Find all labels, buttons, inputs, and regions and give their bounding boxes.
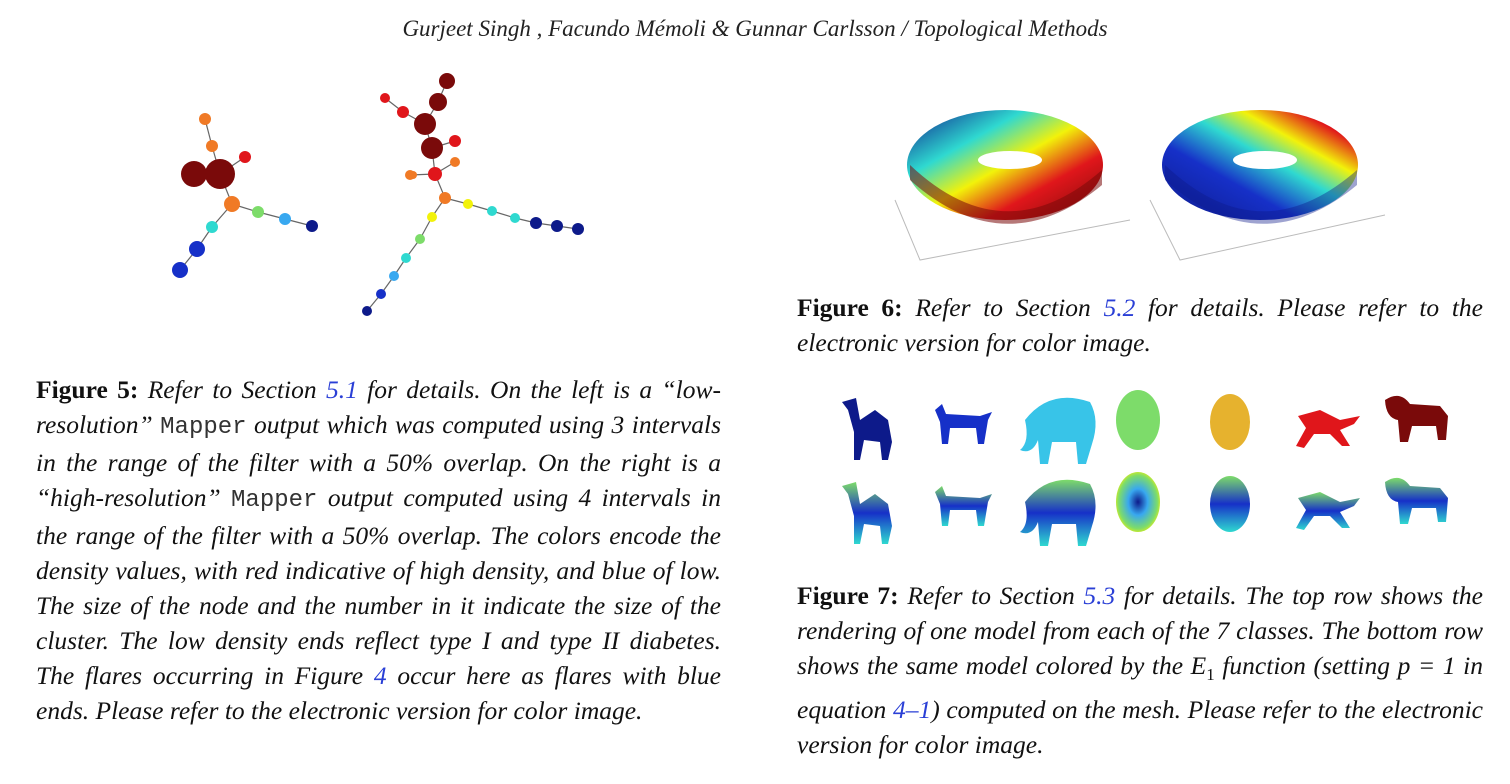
torus-right bbox=[1149, 110, 1386, 261]
caption-text: output which was computed using 3 interv… bbox=[36, 410, 722, 512]
graph-node bbox=[279, 213, 291, 225]
graph-node bbox=[362, 306, 372, 316]
figure-7-shape-renderings bbox=[842, 390, 1448, 546]
graph-node bbox=[224, 196, 240, 212]
graph-node bbox=[239, 151, 251, 163]
top-row bbox=[842, 390, 1448, 464]
graph-node bbox=[449, 135, 461, 147]
caption-text: for details. Please refer to the electro… bbox=[797, 293, 1483, 357]
figure-link[interactable]: 4 bbox=[373, 661, 387, 690]
caption-text: in equation bbox=[797, 651, 1483, 725]
graph-node bbox=[414, 113, 436, 135]
equation-link[interactable]: 4–1 bbox=[892, 695, 932, 725]
graph-node bbox=[409, 171, 417, 179]
figure-7-label: Figure 7: bbox=[797, 581, 899, 610]
graph-node bbox=[397, 106, 409, 118]
caption-text: occur here as flares with blue ends. Ple… bbox=[36, 661, 721, 725]
section-link[interactable]: 5.1 bbox=[325, 375, 358, 404]
torus-left bbox=[894, 110, 1131, 261]
head-model bbox=[1210, 394, 1250, 450]
face-model-colored bbox=[1116, 472, 1160, 532]
graph-node bbox=[439, 192, 451, 204]
graph-node bbox=[450, 157, 460, 167]
caption-text: for details. The top row shows the rende… bbox=[797, 581, 1483, 680]
cat-model bbox=[935, 404, 992, 444]
lion-model-colored bbox=[1385, 477, 1448, 524]
camel-model bbox=[842, 398, 892, 460]
figure-7-caption: Figure 7: Refer to Section 5.3 for detai… bbox=[797, 578, 1483, 762]
elephant-model-colored bbox=[1020, 479, 1096, 546]
graph-node bbox=[306, 220, 318, 232]
graph-node bbox=[205, 159, 235, 189]
graph-node bbox=[199, 113, 211, 125]
figure-5-graphs bbox=[172, 73, 584, 316]
graph-node bbox=[376, 289, 386, 299]
caption-text: for details. On the left is a “low-resol… bbox=[36, 375, 721, 439]
horse-model-colored bbox=[1296, 492, 1360, 530]
lion-model bbox=[1385, 395, 1448, 442]
figure-5-caption: Figure 5: Refer to Section 5.1 for detai… bbox=[36, 372, 721, 728]
caption-text: Refer to Section bbox=[898, 581, 1084, 610]
caption-text: output computed using 4 intervals in the… bbox=[36, 483, 721, 690]
graph-node bbox=[463, 199, 473, 209]
math-e: E bbox=[1190, 651, 1207, 680]
elephant-model bbox=[1020, 397, 1096, 464]
graph-node bbox=[206, 140, 218, 152]
graph-node bbox=[189, 241, 205, 257]
math-p: p = 1 bbox=[1397, 651, 1456, 680]
section-link[interactable]: 5.2 bbox=[1103, 293, 1136, 322]
cat-model-colored bbox=[935, 486, 992, 526]
section-link[interactable]: 5.3 bbox=[1083, 581, 1116, 610]
face-model bbox=[1116, 390, 1160, 450]
figure-6-torus-renderings bbox=[894, 110, 1386, 261]
graph-node bbox=[439, 73, 455, 89]
graph-node bbox=[252, 206, 264, 218]
mapper-term: Mapper bbox=[231, 487, 318, 514]
graph-node bbox=[181, 161, 207, 187]
horse-model bbox=[1296, 410, 1360, 448]
graph-node bbox=[530, 217, 542, 229]
graph-node bbox=[572, 223, 584, 235]
graph-node bbox=[380, 93, 390, 103]
graph-node bbox=[510, 213, 520, 223]
camel-model-colored bbox=[842, 482, 892, 544]
graph-node bbox=[427, 212, 437, 222]
graph-node bbox=[551, 220, 563, 232]
caption-text: Refer to Section bbox=[902, 293, 1104, 322]
graph-node bbox=[487, 206, 497, 216]
graph-node bbox=[172, 262, 188, 278]
caption-text: ) computed on the mesh. Please refer to … bbox=[797, 695, 1483, 760]
bottom-row bbox=[842, 472, 1448, 546]
figure-6-label: Figure 6: bbox=[797, 293, 903, 322]
caption-text: Refer to Section bbox=[138, 375, 326, 404]
figure-5-label: Figure 5: bbox=[36, 375, 139, 404]
figure-6-caption: Figure 6: Refer to Section 5.2 for detai… bbox=[797, 290, 1483, 360]
graph-node bbox=[421, 137, 443, 159]
running-header: Gurjeet Singh , Facundo Mémoli & Gunnar … bbox=[402, 16, 1108, 41]
graph-node bbox=[389, 271, 399, 281]
math-subscript: 1 bbox=[1206, 665, 1215, 685]
caption-text: function (setting bbox=[1214, 651, 1398, 680]
graph-node bbox=[429, 93, 447, 111]
mapper-term: Mapper bbox=[160, 414, 247, 441]
graph-node bbox=[415, 234, 425, 244]
graph-node bbox=[206, 221, 218, 233]
graph-node bbox=[401, 253, 411, 263]
graph-node bbox=[428, 167, 442, 181]
head-model-colored bbox=[1210, 476, 1250, 532]
